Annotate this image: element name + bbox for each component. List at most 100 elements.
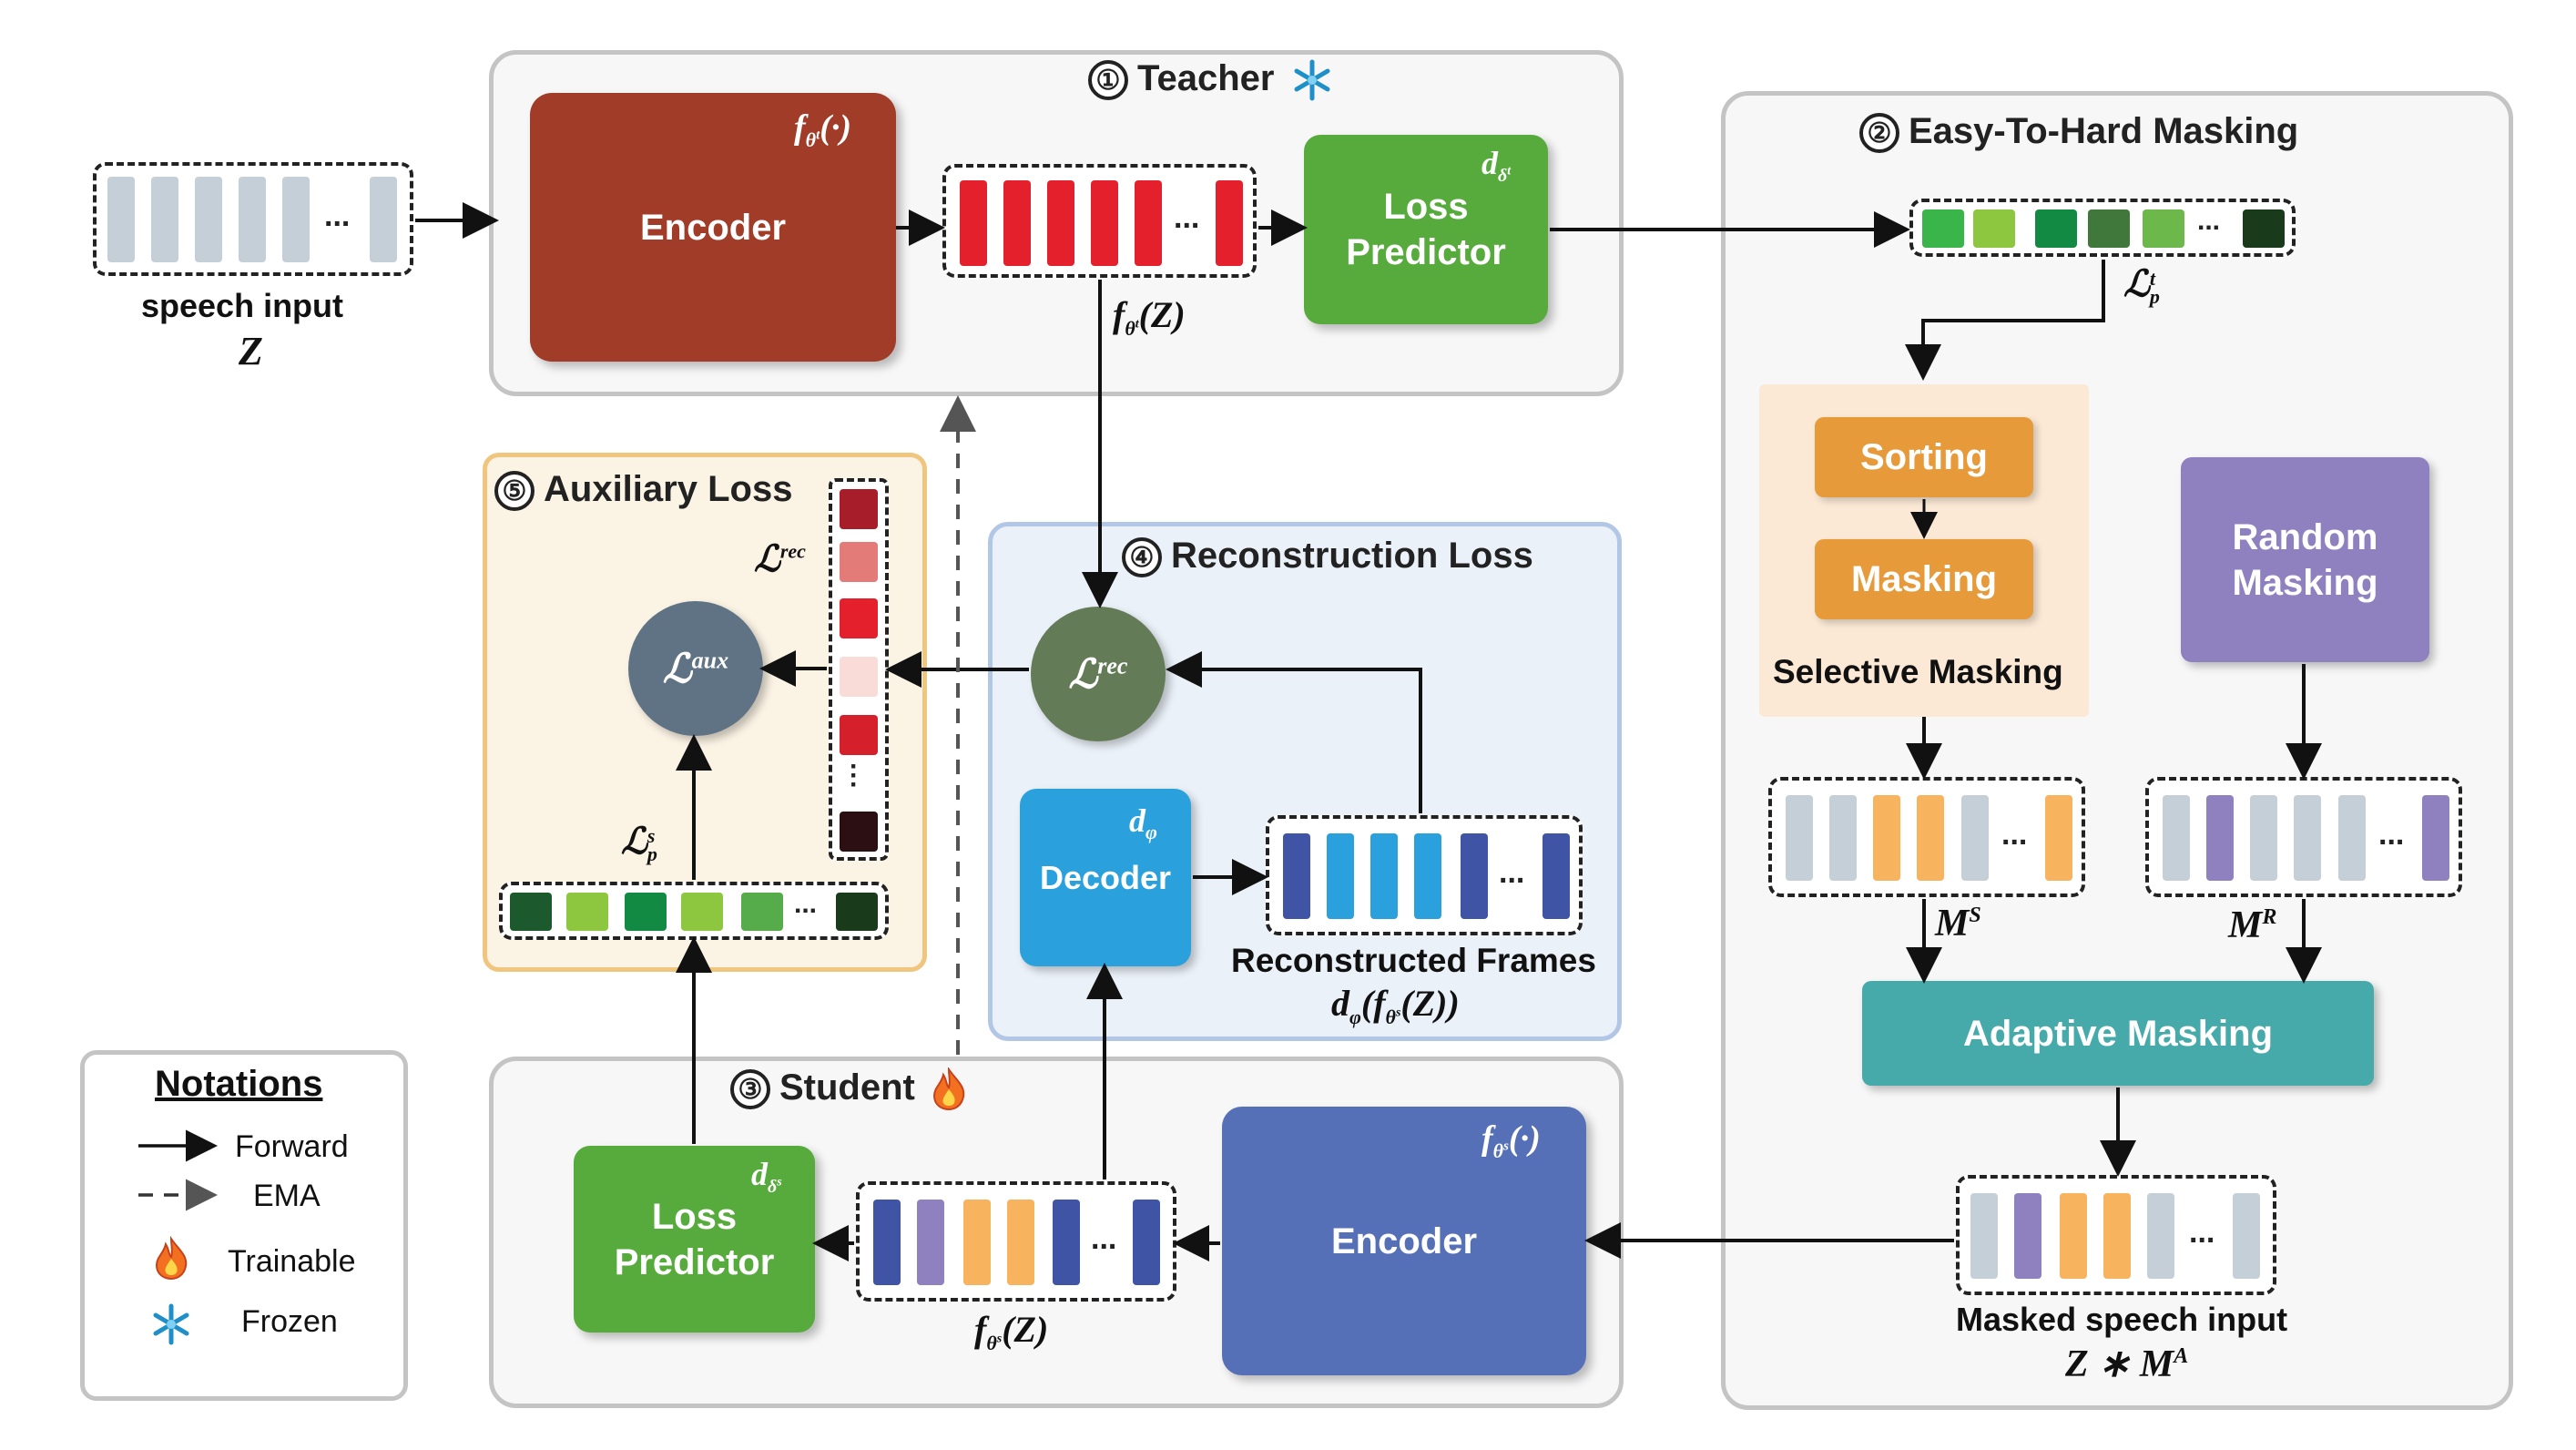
random-mask-frames: ... xyxy=(2145,777,2462,897)
teacher-output-frames: ... xyxy=(942,164,1257,278)
frame xyxy=(2103,1193,2131,1279)
frame xyxy=(1135,180,1162,266)
frame xyxy=(1917,795,1944,881)
rec-cell xyxy=(840,542,878,582)
teacher-encoder: Encoder xyxy=(530,93,896,362)
ellipsis: ... xyxy=(324,199,351,233)
frame xyxy=(960,180,987,266)
student-output-label: fθs(Z) xyxy=(974,1309,1049,1354)
frame xyxy=(1003,180,1031,266)
flame-icon xyxy=(932,1067,965,1111)
reconstructed-frames-fn: dφ(fθs(Z)) xyxy=(1331,983,1460,1028)
frame xyxy=(1961,795,1989,881)
masked-speech-label: Masked speech input xyxy=(1956,1301,2288,1338)
ellipsis: ... xyxy=(2378,817,2405,852)
student-encoder-label: Encoder xyxy=(1330,1220,1478,1261)
frame xyxy=(1873,795,1900,881)
decoder-fn: dφ xyxy=(1129,802,1157,844)
frame xyxy=(2014,1193,2041,1279)
loss-cell xyxy=(625,893,667,931)
ellipsis: ... xyxy=(2197,206,2221,236)
decoder-label: Decoder xyxy=(1039,859,1172,896)
loss-cell xyxy=(1973,209,2015,248)
adaptive-masking-box: Adaptive Masking xyxy=(1862,981,2374,1086)
selective-masking-label: Selective Masking xyxy=(1773,653,2063,690)
frame xyxy=(195,177,222,262)
loss-cell xyxy=(566,893,608,931)
predictor-label: Predictor xyxy=(1346,232,1506,272)
frame xyxy=(2338,795,2366,881)
loss-label: Loss xyxy=(651,1196,738,1237)
teacher-encoder-label: Encoder xyxy=(639,207,787,248)
loss-cell xyxy=(2143,209,2184,248)
frame xyxy=(2294,795,2321,881)
frame xyxy=(370,177,397,262)
ellipsis: ... xyxy=(2001,817,2028,852)
loss-cell xyxy=(681,893,723,931)
l-rec-vector: ··· xyxy=(829,478,889,861)
student-title-text: Student xyxy=(779,1067,915,1108)
teacher-loss-predictor-fn: dδt xyxy=(1481,145,1512,187)
frame xyxy=(1091,180,1118,266)
frame xyxy=(917,1200,944,1285)
rec-cell xyxy=(840,489,878,529)
l-rec-vector-label: ℒrec xyxy=(754,538,806,579)
reconstruction-loss-title-text: Reconstruction Loss xyxy=(1171,536,1533,576)
frame xyxy=(1283,833,1310,919)
student-loss-predictor-fn: dδs xyxy=(751,1156,782,1198)
speech-input-label: speech input xyxy=(141,287,344,324)
frame xyxy=(1970,1193,1998,1279)
loss-cell xyxy=(1922,209,1964,248)
loss-cell xyxy=(836,893,878,931)
vertical-ellipsis: ··· xyxy=(850,751,859,800)
frame xyxy=(2147,1193,2174,1279)
student-encoder: Encoder xyxy=(1222,1107,1586,1375)
ellipsis: ... xyxy=(1174,200,1200,235)
sorting-box: Sorting xyxy=(1815,417,2033,497)
rec-cell xyxy=(840,657,878,697)
masked-speech-symbol: Z ∗ MA xyxy=(2065,1343,2189,1385)
frame xyxy=(1786,795,1813,881)
l-aux-text: ℒaux xyxy=(662,646,729,691)
notations-box xyxy=(80,1050,408,1401)
frame xyxy=(1414,833,1441,919)
notation-trainable-label: Trainable xyxy=(228,1244,356,1279)
mr-label: MR xyxy=(2228,904,2277,946)
frame xyxy=(2206,795,2234,881)
frame xyxy=(151,177,178,262)
ellipsis: ... xyxy=(1499,855,1525,890)
frame xyxy=(239,177,266,262)
frame xyxy=(107,177,135,262)
auxiliary-loss-title-text: Auxiliary Loss xyxy=(544,469,793,509)
teacher-title-text: Teacher xyxy=(1137,58,1275,98)
teacher-loss-values: ... xyxy=(1909,199,2296,257)
ellipsis: ... xyxy=(1091,1221,1117,1256)
frame xyxy=(2250,795,2277,881)
rec-cell xyxy=(840,812,878,852)
rec-cell xyxy=(840,715,878,755)
masking-box: Masking xyxy=(1815,539,2033,619)
ellipsis: ... xyxy=(794,889,818,919)
teacher-encoder-fn: fθt(·) xyxy=(794,108,852,151)
ms-label: MS xyxy=(1935,903,1981,945)
frame xyxy=(1327,833,1354,919)
masking-word-label: Masking xyxy=(2232,562,2378,603)
loss-label: Loss xyxy=(1383,187,1469,227)
step-number: ① xyxy=(1088,60,1128,101)
frame xyxy=(1133,1200,1160,1285)
speech-input-frames: ... xyxy=(93,162,413,276)
frame xyxy=(1370,833,1398,919)
easy-to-hard-title-text: Easy-To-Hard Masking xyxy=(1909,111,2299,151)
frame xyxy=(1216,180,1243,266)
selective-mask-frames: ... xyxy=(1768,777,2085,897)
frame xyxy=(1047,180,1074,266)
flame-icon xyxy=(155,1235,188,1281)
frame xyxy=(1461,833,1488,919)
frame xyxy=(1007,1200,1034,1285)
